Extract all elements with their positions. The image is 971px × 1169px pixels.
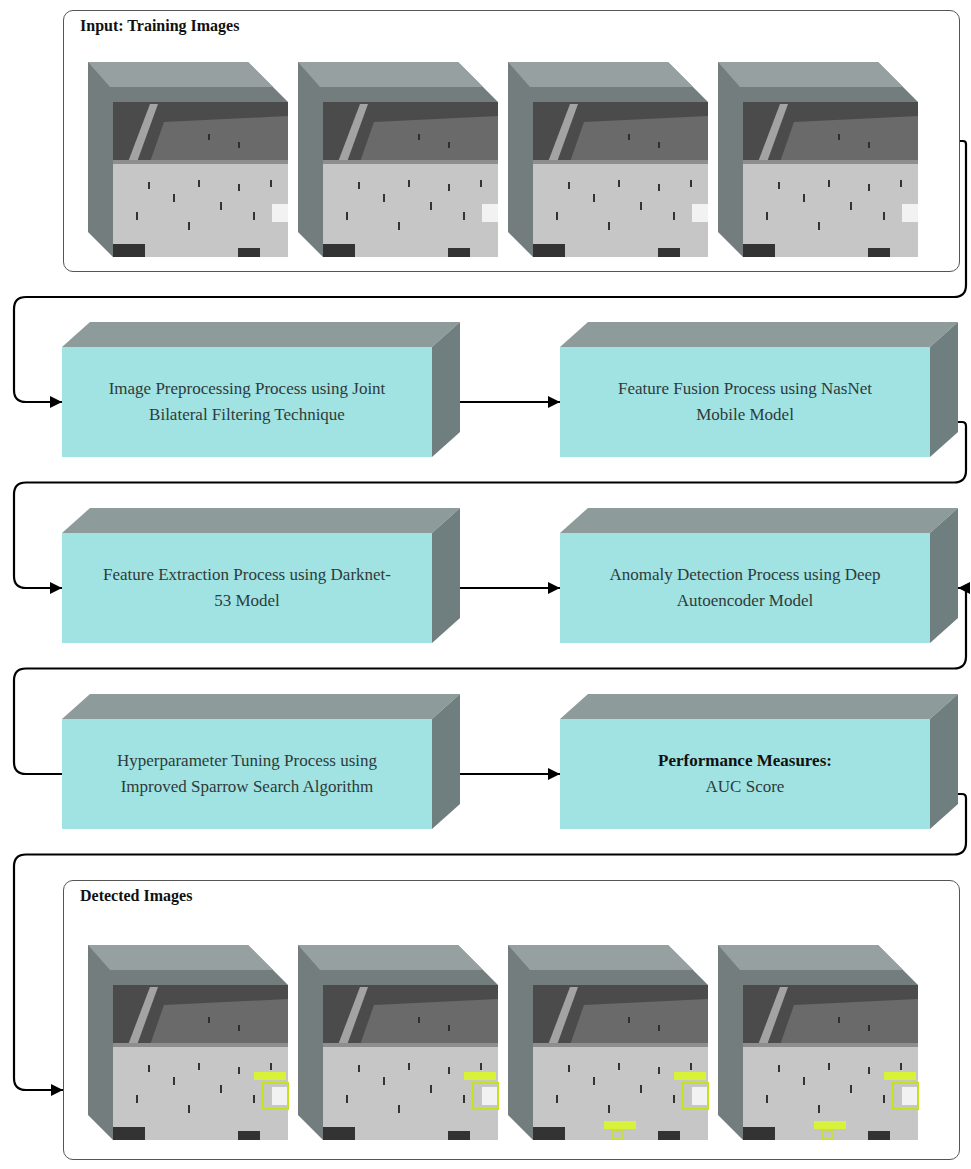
box-top-face [62,322,460,347]
box-top-face [560,508,958,533]
box-top-face [560,322,958,347]
process-box: Hyperparameter Tuning Process using Impr… [62,694,460,829]
box-label: Anomaly Detection Process using Deep Aut… [600,562,890,615]
flow-arrow [14,794,966,1090]
box-front-face [560,533,930,643]
box-text-group: Performance Measures:AUC Score [560,719,930,829]
box-top-face [62,508,460,533]
box-top-face [560,694,958,719]
box-front-face [62,347,432,457]
box-side-face [930,508,958,643]
box-front-face [62,533,432,643]
box-text-group: Image Preprocessing Process using Joint … [62,347,432,457]
image-panel: Input: Training Images [63,10,960,272]
flow-arrow [460,773,560,775]
box-text-group: Anomaly Detection Process using Deep Aut… [560,533,930,643]
box-side-face [930,322,958,457]
box-side-face [432,508,460,643]
process-box: Feature Fusion Process using NasNet Mobi… [560,322,958,457]
process-box: Anomaly Detection Process using Deep Aut… [560,508,958,643]
flow-arrow [460,587,560,589]
box-text-group: Hyperparameter Tuning Process using Impr… [62,719,432,829]
input-thumbnails [88,62,918,257]
box-label: Image Preprocessing Process using Joint … [102,376,392,429]
box-side-face [432,322,460,457]
box-side-face [432,694,460,829]
panel-title: Input: Training Images [80,17,239,35]
box-front-face [560,719,930,829]
image-panel: Detected Images [63,880,960,1160]
panel-title-group: Input: Training Images [80,17,239,35]
box-label: AUC Score [706,774,785,800]
detected-thumbnails [88,945,918,1140]
flow-arrow [460,401,560,403]
panel-title: Detected Images [80,887,192,905]
box-side-face [930,694,958,829]
box-label: Hyperparameter Tuning Process using Impr… [102,748,392,801]
box-text-group: Feature Fusion Process using NasNet Mobi… [560,347,930,457]
panel-title-group: Detected Images [80,887,192,905]
process-box: Image Preprocessing Process using Joint … [62,322,460,457]
box-label: Feature Extraction Process using Darknet… [102,562,392,615]
process-box: Feature Extraction Process using Darknet… [62,508,460,643]
process-box: Performance Measures:AUC Score [560,694,958,829]
box-front-face [560,347,930,457]
box-front-face [62,719,432,829]
box-label: Feature Fusion Process using NasNet Mobi… [600,376,890,429]
box-top-face [62,694,460,719]
box-text-group: Feature Extraction Process using Darknet… [62,533,432,643]
box-heading: Performance Measures: [658,748,832,774]
